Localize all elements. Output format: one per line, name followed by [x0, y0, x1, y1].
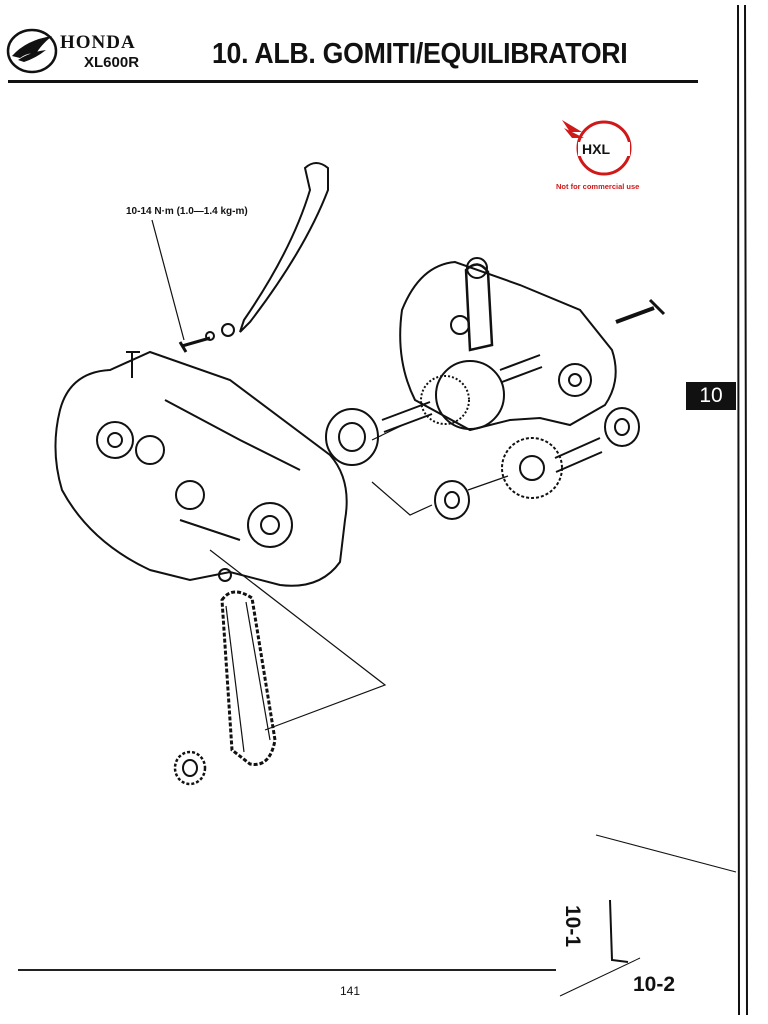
- watermark-logo: HXL: [562, 120, 632, 176]
- right-main-bearing: [604, 407, 640, 447]
- page-number: 141: [340, 984, 361, 998]
- guide-washer: [205, 331, 215, 341]
- left-crankcase: [54, 350, 348, 587]
- case-bolt: [615, 306, 655, 324]
- page-edge-line: [737, 4, 748, 1016]
- cam-chain: [220, 590, 277, 766]
- header-rule: [8, 80, 698, 83]
- right-crankcase: [399, 260, 617, 432]
- torque-spec-label: 10-14 N·m (1.0—1.4 kg-m): [126, 206, 248, 217]
- watermark-notice: Not for commercial use: [556, 182, 640, 191]
- previous-section-number: 10-1: [561, 905, 584, 948]
- left-main-bearing: [325, 408, 379, 466]
- connecting-rod: [464, 263, 494, 352]
- brand-name: HONDA: [60, 32, 136, 53]
- balancer-gear: [501, 437, 563, 499]
- section-page-number: 10-2: [633, 973, 676, 996]
- cam-chain-guide: [239, 162, 329, 333]
- crank-web: [435, 360, 505, 430]
- cam-sprocket: [173, 750, 207, 786]
- crankshaft-shaft: [381, 354, 543, 433]
- guide-collar: [221, 323, 235, 337]
- crank-gear: [420, 375, 470, 425]
- honda-wing-logo: [6, 28, 58, 74]
- watermark-logo-text: HXL: [582, 141, 610, 157]
- torque-leader: [151, 219, 185, 341]
- footer-rule: [18, 969, 556, 971]
- balancer-bearing: [434, 480, 470, 520]
- guide-bolt: [178, 336, 211, 353]
- section-tab: 10: [686, 382, 736, 410]
- balancer-shaft: [554, 437, 603, 473]
- page-title: 10. ALB. GOMITI/EQUILIBRATORI: [212, 38, 628, 70]
- model-name: XL600R: [84, 54, 140, 71]
